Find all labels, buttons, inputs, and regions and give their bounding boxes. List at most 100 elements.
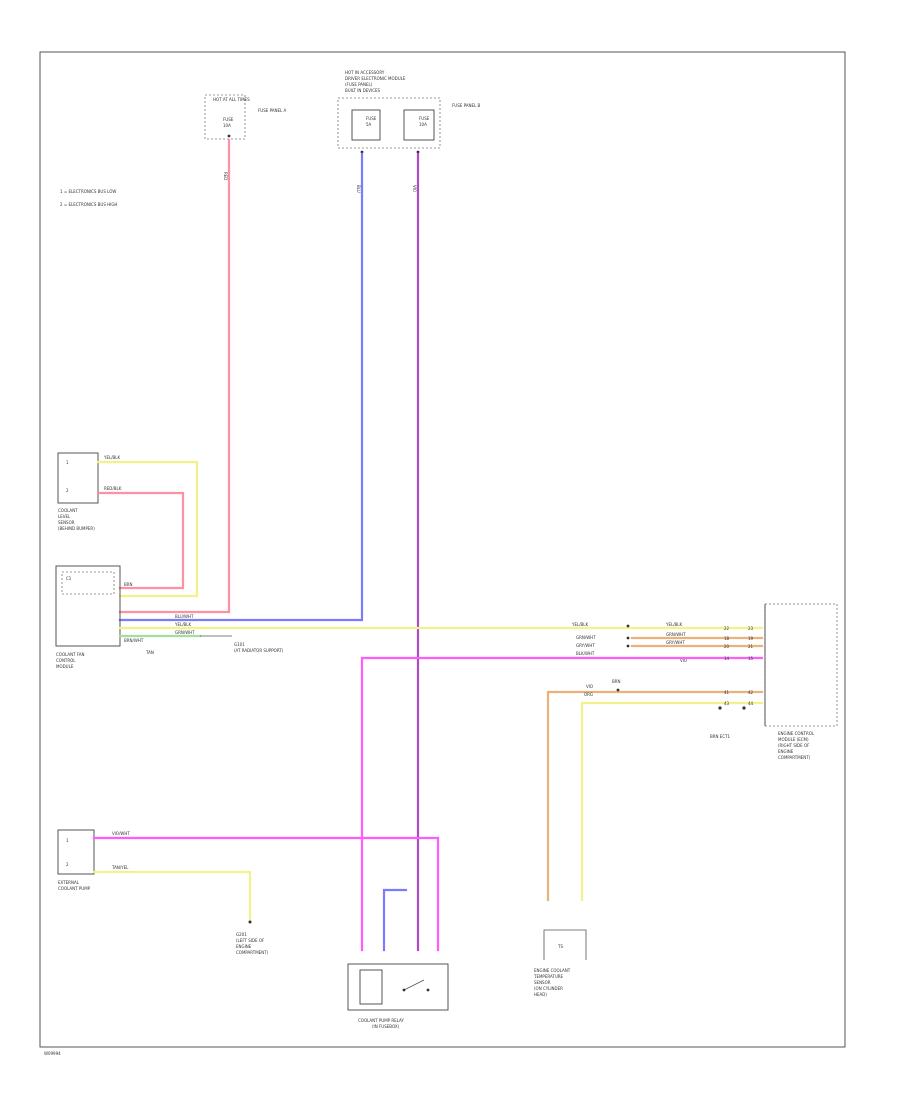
ecm-pin-num-5: 20 (724, 644, 730, 649)
fuse-b-title-3: (FUSE PANEL) (345, 82, 373, 87)
fuse-panel-b: HOT IN ACCESSORY DRIVER ELECTRONIC MODUL… (337, 70, 480, 154)
ground-g201: G201 (LEFT SIDE OF ENGINE COMPARTMENT) (236, 920, 269, 955)
relay-body (347, 963, 449, 1011)
main-module-label-2: CONTROL (56, 658, 76, 663)
fuse-b-title-2: DRIVER ELECTRONIC MODULE (345, 76, 406, 81)
relay-label-1: COOLANT PUMP RELAY (358, 1018, 404, 1023)
ground-g201-label-2: (LEFT SIDE OF (236, 938, 265, 943)
pump-label-2: COOLANT PUMP (58, 886, 91, 891)
ecm-label-3: (RIGHT SIDE OF (778, 743, 810, 748)
ecm-right-pin-1: YEL/BLK (665, 622, 683, 627)
fuse-panel-a: HOT AT ALL TIMES FUSE 10A FUSE PANEL A (204, 94, 286, 140)
wire-relay-blue-stub (382, 888, 408, 952)
wire-violet-label: VIO (412, 185, 417, 192)
wire-blue-main (118, 152, 364, 622)
ecm-node-3 (626, 644, 630, 648)
wire-pump-pink-label: VIO/WHT (112, 831, 130, 836)
ecm-left-pin-1: YEL/BLK (571, 622, 589, 627)
ecm-label-1: ENGINE CONTROL (778, 731, 815, 736)
temp-sensor-tag: TS (557, 944, 563, 949)
diagram-frame (39, 51, 846, 1048)
fuse-a-title: HOT AT ALL TIMES (213, 97, 250, 102)
main-module-body (55, 565, 121, 647)
wire-blue-label: BLU (356, 185, 361, 193)
temp-sensor-label-2: TEMPERATURE (533, 974, 564, 979)
external-coolant-pump: 1 2 EXTERNAL COOLANT PUMP (57, 829, 95, 891)
relay-label-2: (IN FUSEBOX) (372, 1024, 400, 1029)
ground-note-1: G101 (234, 642, 245, 647)
ecm-label-2: MODULE (ECM) (778, 737, 809, 742)
ecm-node-1 (626, 624, 630, 628)
ground-g201-node (248, 920, 252, 924)
main-module-header-outline (61, 571, 115, 595)
relay-contact-1 (402, 988, 406, 992)
pump-body (57, 829, 95, 875)
wire-pump-pink (92, 836, 440, 952)
mod-wire-2-label: BLU/WHT (175, 614, 194, 619)
ecm-pin-num-2: 23 (748, 626, 754, 631)
ecm-pin-num-3: 18 (724, 636, 730, 641)
pump-pin-1: 1 (66, 838, 69, 843)
fuse-b-5a-line1: FUSE (366, 116, 377, 121)
fuse-a-node (227, 134, 231, 138)
pump-label-1: EXTERNAL (58, 880, 80, 885)
temp-sensor-label-3: SENSOR (534, 980, 551, 985)
mod-wire-3-label: YEL/BLK (174, 622, 192, 627)
coolant-fan-control-module: C1 COOLANT FAN CONTROL MODULE (55, 565, 121, 669)
wire-level-yellow-label: YEL/BLK (103, 455, 121, 460)
fuse-b-node-2 (416, 150, 420, 154)
ecm-left-pin-3: GRY/WHT (576, 643, 595, 648)
fuse-a-line1: FUSE (223, 117, 234, 122)
wire-orange-temp (546, 690, 764, 902)
ecm-right-pin-4: VIO (680, 658, 687, 663)
main-module-label-1: COOLANT FAN (56, 652, 85, 657)
ecm-ground-1 (718, 706, 722, 710)
fuse-a-outline (204, 94, 246, 140)
pump-pin-2: 2 (66, 862, 69, 867)
wire-pump-yellow-label: TAN/YEL (111, 865, 129, 870)
ecm-left-pin-4: BLK/WHT (576, 651, 595, 656)
fuse-b-10a-body (403, 109, 435, 141)
coolant-pump-relay: COOLANT PUMP RELAY (IN FUSEBOX) (347, 963, 449, 1029)
ecm-pin-num-8: 15 (748, 656, 754, 661)
mod-tan-label: TAN (145, 650, 154, 655)
ecm-right-pin-3: GRY/WHT (666, 640, 685, 645)
page-code: W09994 (44, 1051, 61, 1056)
engine-control-module: ENGINE CONTROL MODULE (ECM) (RIGHT SIDE … (710, 603, 838, 760)
relay-switch (403, 979, 425, 991)
engine-coolant-temperature-sensor: TS ENGINE COOLANT TEMPERATURE SENSOR (ON… (533, 929, 587, 997)
temp-sensor-label-4: (ON CYLINDER (534, 986, 563, 991)
ecm-pin-num-7: 14 (724, 656, 730, 661)
fuse-b-10a-line1: FUSE (419, 116, 430, 121)
ground-g201-label-3: ENGINE (236, 944, 252, 949)
ecm-pin-num-12: 44 (748, 701, 754, 706)
ecm-pin-num-6: 21 (748, 644, 754, 649)
fuse-a-line2: 10A (223, 123, 231, 128)
wire-level-yellow (96, 460, 199, 598)
fuse-b-side: FUSE PANEL B (452, 103, 480, 108)
relay-coil (359, 969, 383, 1005)
ecm-pin-num-9: 41 (724, 690, 730, 695)
ecm-left-pin-2: GRN/WHT (576, 635, 596, 640)
fuse-b-node-1 (360, 150, 364, 154)
ecm-pin-num-10: 42 (748, 690, 754, 695)
relay-contact-2 (426, 988, 430, 992)
ecm-outline (764, 603, 838, 727)
ecm-node-2 (626, 636, 630, 640)
fuse-b-title-1: HOT IN ACCESSORY (345, 70, 385, 75)
level-sensor-label-2: LEVEL (58, 514, 71, 519)
level-sensor-label-1: COOLANT (58, 508, 78, 513)
level-sensor-body (57, 452, 99, 504)
notes: 1 = ELECTRONICS BUS LOW 2 = ELECTRONICS … (60, 189, 117, 207)
ecm-pin-markers: 22 23 18 19 20 21 14 15 41 42 43 44 (724, 626, 754, 706)
main-module-label-3: MODULE (56, 664, 74, 669)
wire-magenta-ecm-relay (360, 656, 764, 952)
main-module-header: C1 (66, 576, 72, 581)
ecm-label-5: COMPARTMENT) (778, 755, 811, 760)
ground-g201-label-1: G201 (236, 932, 247, 937)
wire-org-label: ORG (584, 692, 593, 697)
fuse-b-5a-line2: 5A (366, 122, 372, 127)
wire-brn-label: BRN (612, 679, 621, 684)
